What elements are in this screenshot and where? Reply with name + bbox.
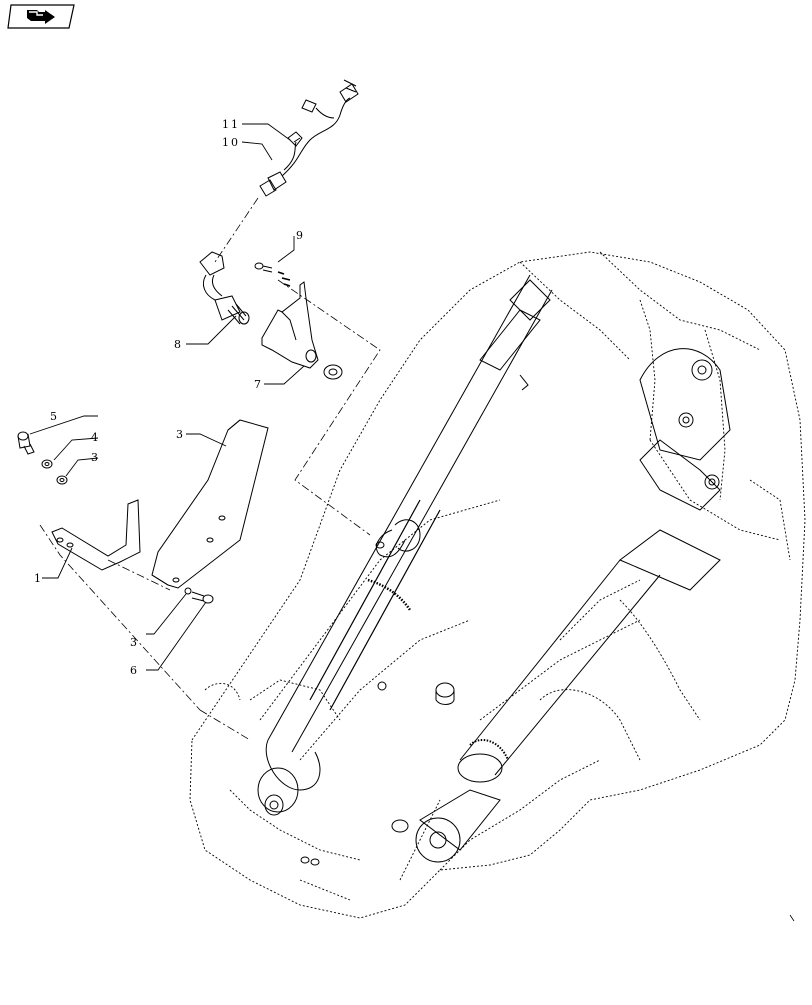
callout-10: 10 [222,136,240,149]
assembly-lines [39,197,381,741]
callout-5: 5 [50,410,57,423]
part-9-screws [254,262,291,287]
callout-4: 4 [91,431,98,444]
right-lift-cylinder [391,529,721,863]
part-6-screw [184,587,214,604]
part-3-washer-upper [56,475,68,485]
part-4-washer [41,459,53,469]
part-5-bolt [17,431,35,455]
upper-pivot-block [639,348,731,511]
frame-fittings [300,374,529,866]
callout-8: 8 [174,338,181,351]
leader-lines [29,123,305,671]
part-10-11-harness [259,79,359,197]
callout-labels: 11 10 9 8 7 5 3 4 3 1 3 6 [34,118,303,677]
part-7-nut [323,364,343,380]
left-lift-cylinder [257,274,553,816]
part-8-sensor [199,251,250,325]
callout-1: 1 [34,572,41,585]
part-2-plate [151,419,269,589]
callout-2: 3 [176,428,183,441]
corner-mark [789,914,795,922]
callout-3b: 3 [130,636,137,649]
callout-11: 11 [222,118,240,131]
part-1-bracket [51,499,141,571]
part-7-sensor-bracket [261,281,319,369]
next-page-arrow-icon [27,10,55,24]
loader-frame [189,251,806,919]
callout-6: 6 [130,664,137,677]
callout-9: 9 [296,229,303,242]
callout-7: 7 [254,378,261,391]
next-page-button[interactable] [7,4,75,29]
callout-3a: 3 [91,451,98,464]
